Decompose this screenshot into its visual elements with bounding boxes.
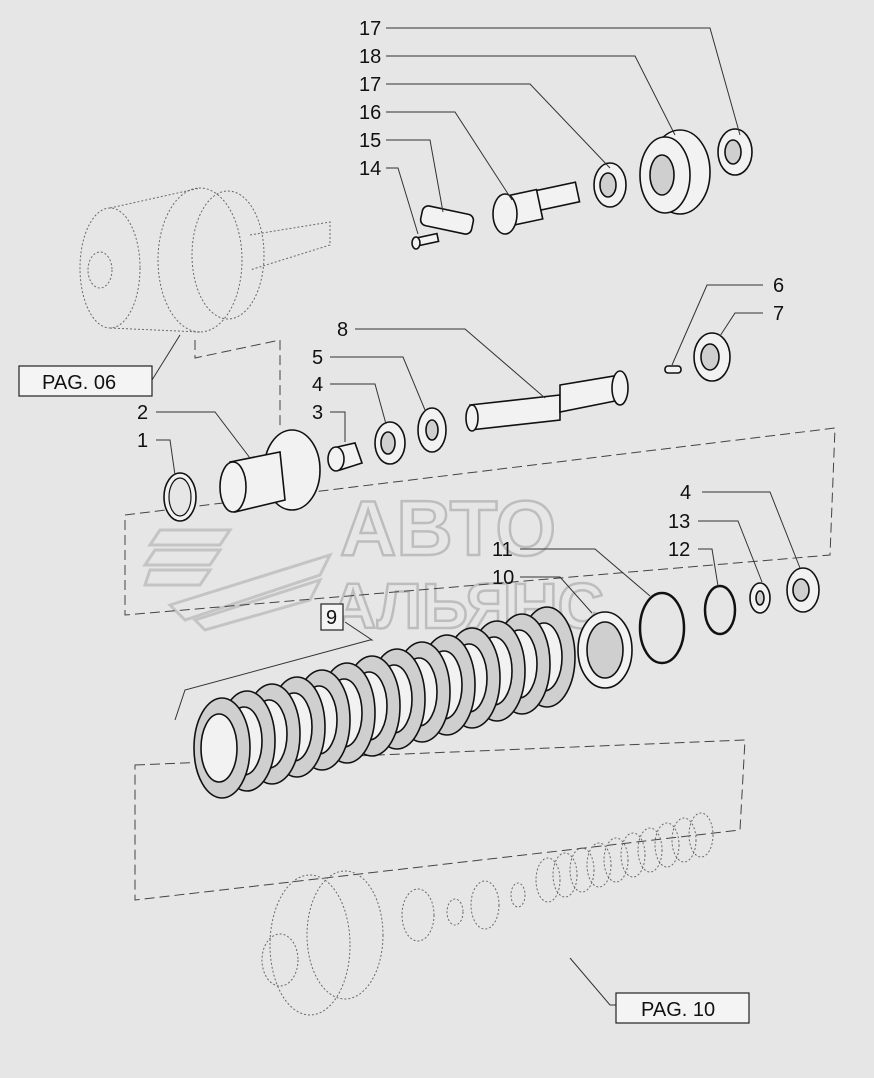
ghost-clutch-plate bbox=[620, 832, 646, 878]
assembly-outline-bridge bbox=[194, 339, 281, 430]
part-14-bolt bbox=[411, 232, 440, 250]
part-9-clutch-pack bbox=[193, 606, 576, 799]
part-10-gear-ring bbox=[577, 611, 633, 689]
callout-5: 5 bbox=[312, 347, 323, 369]
ghost-clutch-plate bbox=[552, 852, 578, 898]
callout-17a: 17 bbox=[359, 18, 381, 40]
assembly-outline-upper bbox=[124, 427, 836, 616]
ghost-clutch-plate bbox=[654, 822, 680, 868]
leader-lines bbox=[151, 27, 801, 1006]
callout-1: 1 bbox=[137, 430, 148, 452]
part-13-washer bbox=[749, 582, 771, 614]
part-15-plate bbox=[419, 205, 475, 235]
callout-12: 12 bbox=[668, 539, 690, 561]
callout-4-lower: 4 bbox=[680, 482, 691, 504]
clutch-plate-inner bbox=[200, 713, 238, 783]
part-4-bearing-upper bbox=[374, 421, 406, 465]
ghost-clutch-plate bbox=[688, 812, 714, 858]
part-5-washer bbox=[417, 407, 447, 453]
callout-numbers: 17 18 17 16 15 14 6 7 8 5 4 3 2 1 4 13 1… bbox=[137, 18, 784, 589]
callout-16: 16 bbox=[359, 102, 381, 124]
lower-assembly-ghost bbox=[261, 812, 714, 1016]
callout-11: 11 bbox=[492, 539, 513, 561]
callout-14: 14 bbox=[359, 158, 381, 180]
page-ref-top: PAG. 06 bbox=[18, 365, 153, 397]
ghost-clutch-plate bbox=[603, 837, 629, 883]
callout-9-box: 9 bbox=[320, 603, 344, 631]
part-8-shaft bbox=[465, 370, 629, 432]
part-17-bearing-a bbox=[593, 162, 627, 208]
page-ref-bottom-label: PAG. 10 bbox=[641, 999, 715, 1021]
callout-17b: 17 bbox=[359, 74, 381, 96]
part-6-pin bbox=[664, 365, 682, 374]
callout-8: 8 bbox=[337, 319, 348, 341]
callout-4-upper: 4 bbox=[312, 374, 323, 396]
part-7-bearing bbox=[693, 332, 731, 382]
callout-2: 2 bbox=[137, 402, 148, 424]
callout-18: 18 bbox=[359, 46, 381, 68]
page-ref-bottom: PAG. 10 bbox=[615, 992, 750, 1024]
ghost-clutch-plate bbox=[569, 847, 595, 893]
ghost-clutch-plate bbox=[586, 842, 612, 888]
part-16-shaft bbox=[492, 181, 581, 235]
upper-assembly-ghost bbox=[79, 187, 331, 333]
part-4-bearing-lower bbox=[786, 567, 820, 613]
callout-3: 3 bbox=[312, 402, 323, 424]
callout-9: 9 bbox=[326, 607, 337, 629]
callout-6: 6 bbox=[773, 275, 784, 297]
callout-10: 10 bbox=[492, 567, 514, 589]
ghost-clutch-plate bbox=[535, 857, 561, 903]
part-11-snap-ring bbox=[638, 591, 686, 665]
watermark-line1: АВТО bbox=[340, 484, 556, 572]
page-ref-top-label: PAG. 06 bbox=[42, 372, 116, 394]
part-1-ring bbox=[163, 472, 197, 522]
part-12-snap-ring bbox=[703, 584, 737, 636]
part-2-gear-hub bbox=[219, 429, 321, 513]
part-18-gear bbox=[639, 129, 711, 215]
part-17-bearing-b bbox=[717, 128, 753, 176]
assembly-outline-lower bbox=[134, 739, 746, 901]
ghost-clutch-plate bbox=[671, 817, 697, 863]
callout-13: 13 bbox=[668, 511, 690, 533]
part-3-bushing bbox=[327, 442, 364, 472]
callout-15: 15 bbox=[359, 130, 381, 152]
callout-7: 7 bbox=[773, 303, 784, 325]
ghost-clutch-plate bbox=[637, 827, 663, 873]
